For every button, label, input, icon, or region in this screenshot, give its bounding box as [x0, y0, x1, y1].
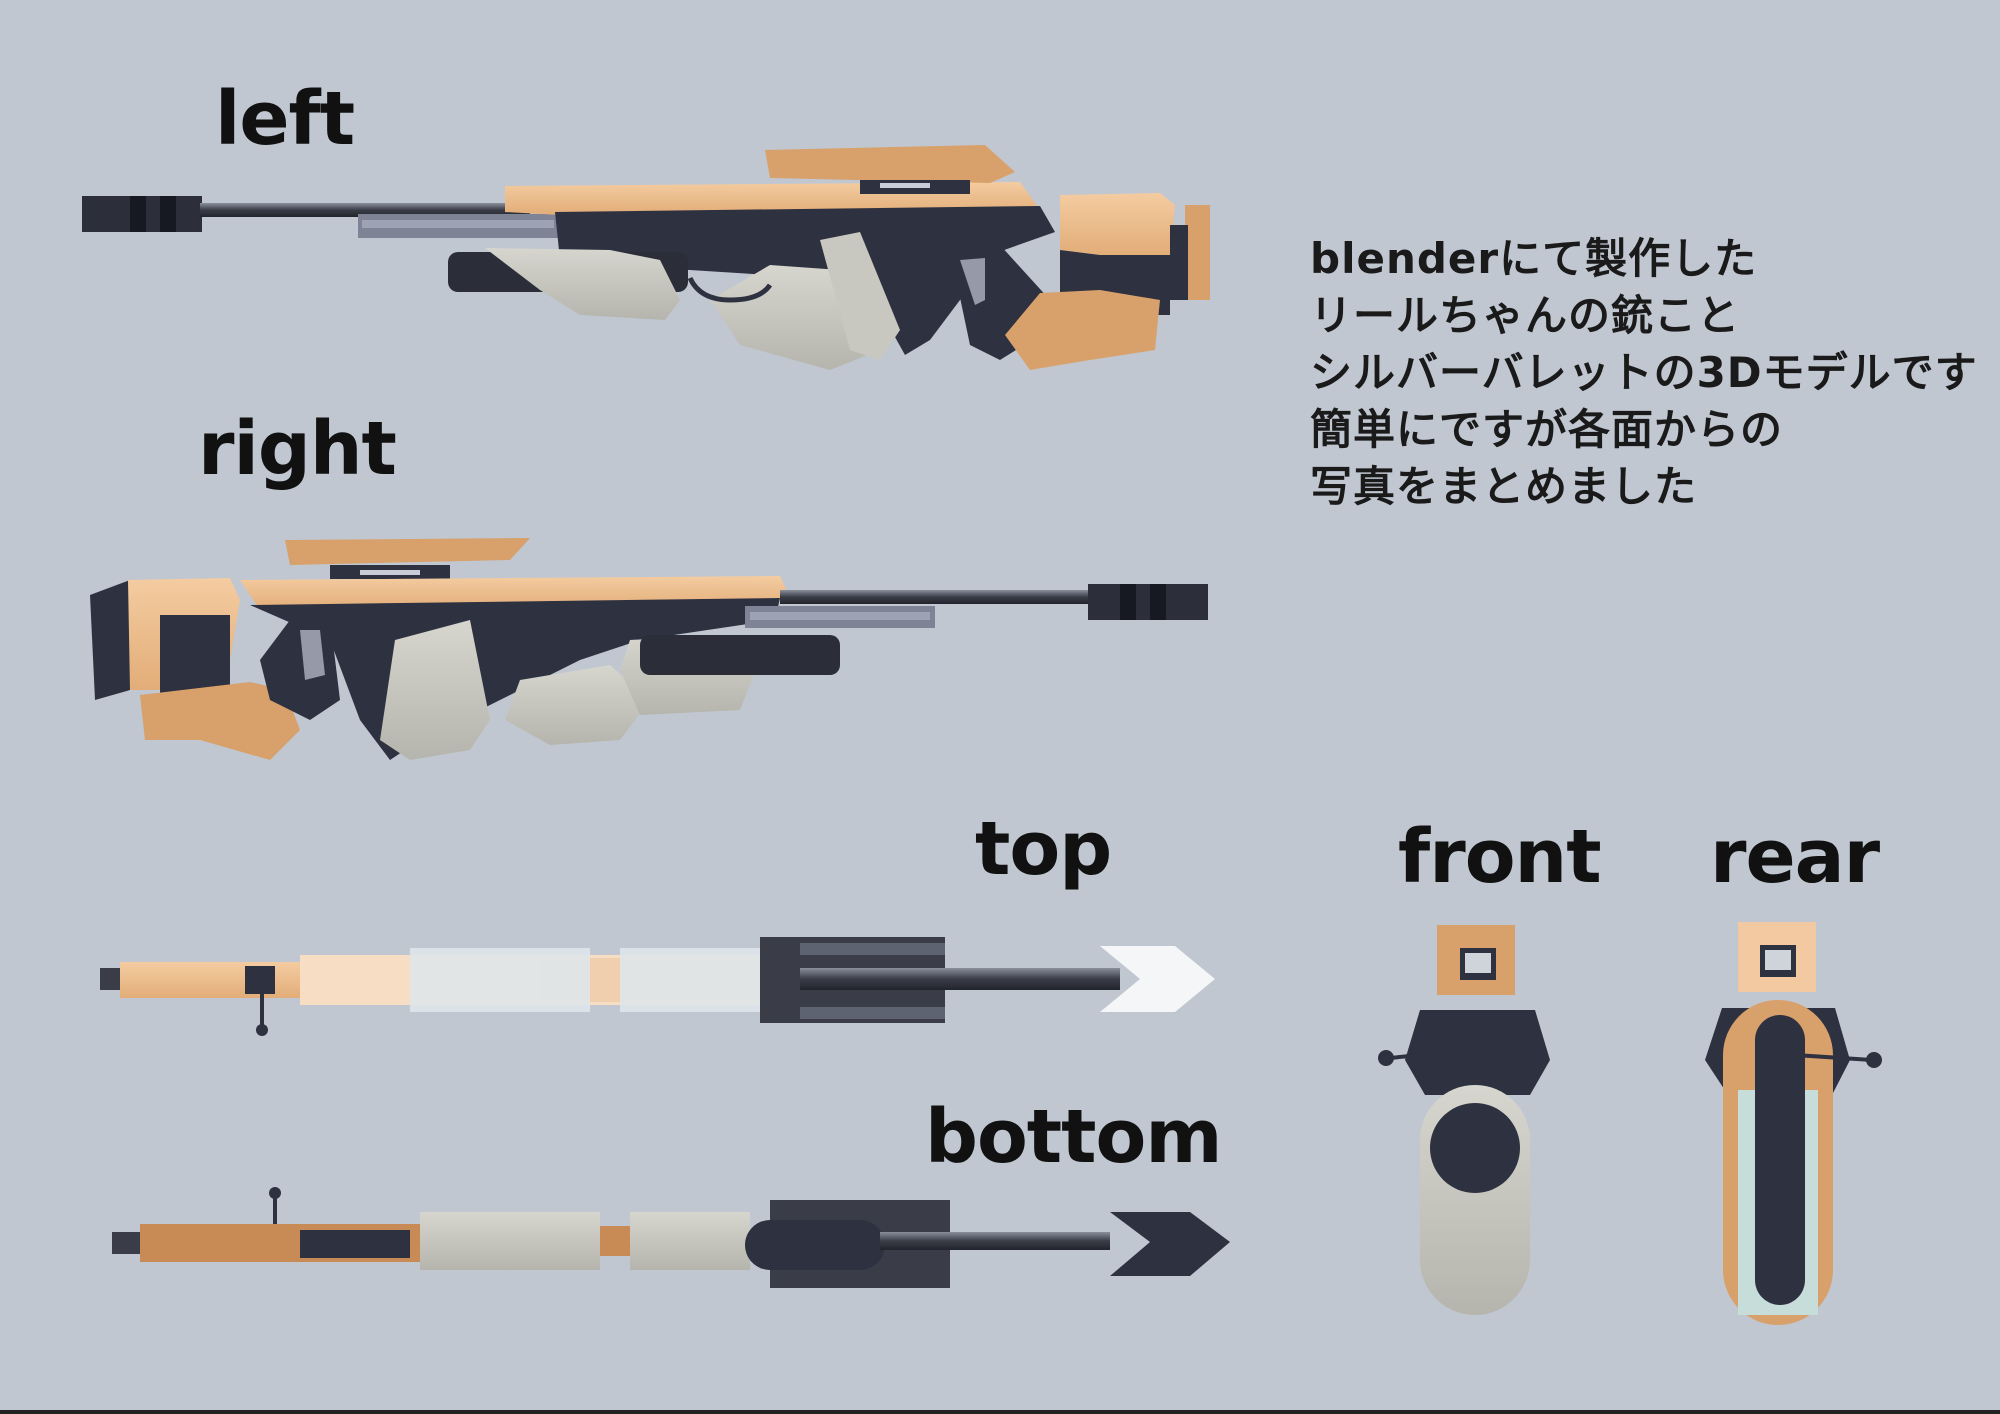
description-line: シルバーバレットの3Dモデルです — [1310, 348, 1978, 397]
rifle-rear-view — [1705, 922, 1882, 1325]
rifle-right-view — [90, 538, 1208, 760]
page-bottom-border — [0, 1410, 2000, 1414]
description-text: blenderにて製作した リールちゃんの銃こと シルバーバレットの3Dモデルで… — [1310, 230, 1978, 515]
rifle-bottom-view — [112, 1187, 1230, 1288]
view-label-bottom: bottom — [925, 1094, 1223, 1180]
description-line: リールちゃんの銃こと — [1310, 291, 1741, 340]
view-label-top: top — [975, 806, 1112, 892]
rifle-top-view — [100, 937, 1215, 1036]
view-label-front: front — [1398, 814, 1602, 900]
view-label-right: right — [198, 406, 397, 492]
description-line: blenderにて製作した — [1310, 234, 1758, 283]
view-label-rear: rear — [1710, 814, 1880, 900]
description-line: 簡単にですが各面からの — [1310, 405, 1784, 454]
view-label-left: left — [215, 76, 355, 162]
rifle-left-view — [82, 145, 1210, 370]
description-line: 写真をまとめました — [1310, 462, 1698, 511]
rifle-front-view — [1378, 925, 1550, 1315]
